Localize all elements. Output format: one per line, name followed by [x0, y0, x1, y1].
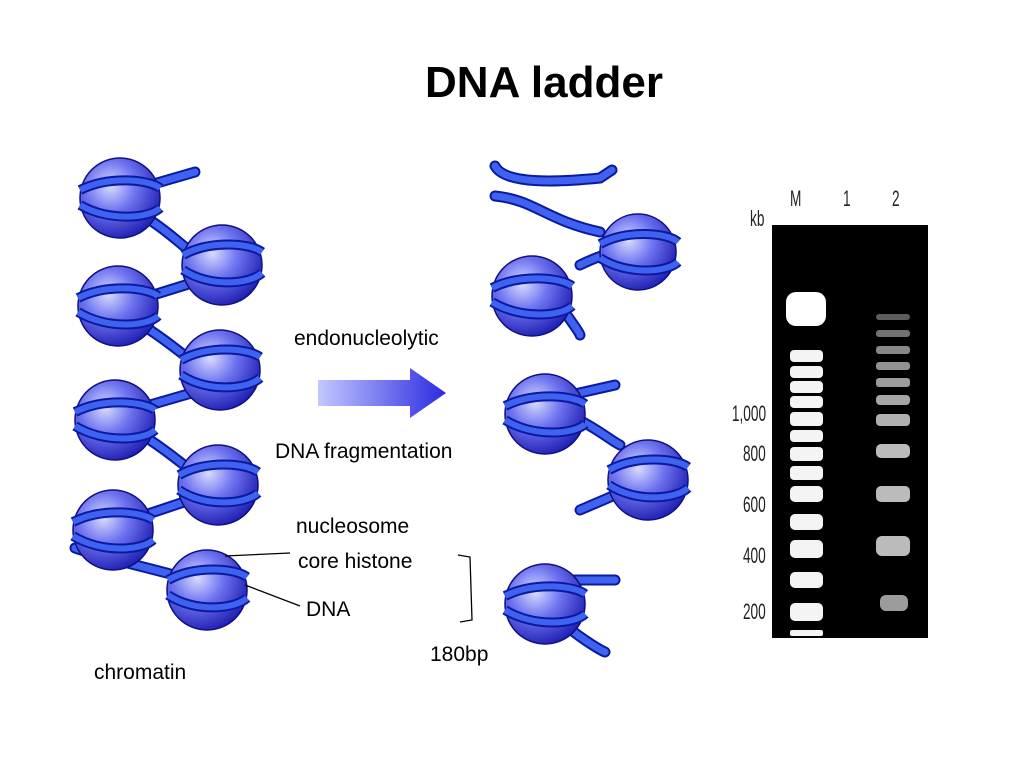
nucleosome-right-5	[502, 563, 589, 645]
gel-lane-1: 1	[843, 186, 851, 211]
callout-lines	[224, 552, 473, 623]
core-histone-label: core histone	[298, 550, 413, 573]
nucleosome-right-2	[489, 255, 576, 337]
nucleosome-left-6	[176, 444, 262, 526]
gel-image	[772, 225, 928, 638]
dna-label: DNA	[306, 598, 351, 621]
nucleosome-left-7	[70, 489, 157, 571]
slide-title: DNA ladder	[425, 58, 663, 107]
bp180-label: 180bp	[430, 643, 489, 666]
gel-lane-2: 2	[892, 186, 900, 211]
nucleosome-left-8	[165, 549, 251, 631]
nucleosome-label: nucleosome	[296, 515, 410, 538]
chromatin-label: chromatin	[94, 661, 187, 684]
nucleosome-right-1	[597, 213, 682, 291]
nucleosome-left-1	[77, 157, 164, 239]
gel-kb-label: kb	[750, 206, 765, 231]
marker-label-600: 600	[743, 492, 766, 517]
nucleosome-left-3	[75, 265, 162, 347]
dna-fragmentation-label: DNA fragmentation	[275, 440, 453, 463]
nucleosome-left-5	[72, 379, 159, 461]
gel-lane-m: M	[790, 186, 802, 211]
nucleosome-right-4	[606, 439, 692, 521]
marker-label-800: 800	[743, 441, 766, 466]
endonucleolytic-label: endonucleolytic	[294, 327, 439, 350]
fragmentation-arrow	[318, 368, 446, 418]
nucleosome-left-2	[180, 224, 266, 306]
nucleosome-left-4	[178, 329, 264, 411]
marker-label-1000: 1,000	[731, 401, 766, 426]
nucleosome-right-3	[502, 373, 589, 455]
marker-label-200: 200	[743, 599, 766, 624]
marker-label-400: 400	[743, 543, 766, 568]
